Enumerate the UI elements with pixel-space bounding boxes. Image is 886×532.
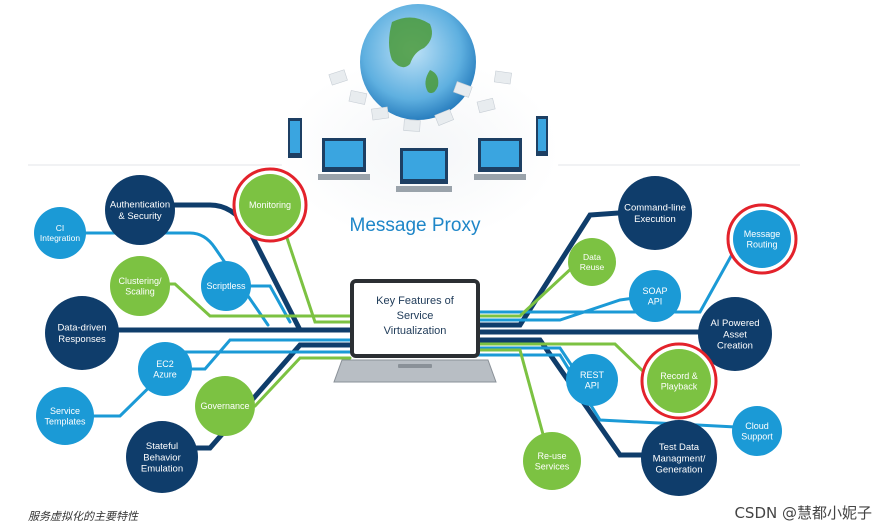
- node-label: REST: [580, 370, 605, 380]
- node-label: Scriptless: [206, 281, 246, 291]
- node-circle: [105, 175, 175, 245]
- node-circle: [110, 256, 170, 316]
- node-circle: [195, 376, 255, 436]
- node-label: Data: [583, 252, 601, 262]
- node-circle: [239, 174, 301, 236]
- node-label: & Security: [118, 211, 162, 222]
- node-label: API: [585, 381, 600, 391]
- node-circle: [126, 421, 198, 493]
- node-label: Authentication: [110, 200, 170, 211]
- node-label: Responses: [58, 334, 106, 345]
- connector-line: [476, 348, 552, 462]
- node-circle: [34, 207, 86, 259]
- node-label: Message: [744, 229, 781, 239]
- globe-icon: [360, 4, 476, 120]
- node-label: Asset: [723, 329, 747, 340]
- laptop-base: [333, 359, 497, 383]
- connector-line: [476, 342, 652, 380]
- node-circle: [629, 270, 681, 322]
- node-label: Behavior: [143, 452, 181, 463]
- node-label: Azure: [153, 370, 177, 380]
- node-label: Cloud: [745, 421, 769, 431]
- node-circle: [733, 210, 791, 268]
- node-governance: Governance: [195, 376, 255, 436]
- center-title-line-2: Service: [397, 310, 434, 322]
- node-scriptless: Scriptless: [201, 261, 251, 311]
- node-circle: [568, 238, 616, 286]
- node-circle: [201, 261, 251, 311]
- connector-line: [476, 238, 742, 314]
- node-label: Re-use: [537, 451, 566, 461]
- center-title-line-3: Virtualization: [384, 325, 447, 337]
- node-label: AI Powered: [710, 318, 759, 329]
- node-label: Stateful: [146, 441, 178, 452]
- node-label: Governance: [200, 401, 249, 411]
- node-record-playback: Record &Playback: [640, 342, 718, 420]
- node-circle: [647, 349, 711, 413]
- node-label: Scaling: [125, 287, 155, 297]
- node-label: Emulation: [141, 464, 183, 475]
- node-circle: [138, 342, 192, 396]
- node-label: Routing: [746, 240, 777, 250]
- node-label: Generation: [655, 465, 702, 476]
- figure-caption: 服务虚拟化的主要特性: [28, 510, 138, 523]
- node-label: Support: [741, 432, 773, 442]
- node-label: Service: [50, 406, 80, 416]
- proxy-label: Message Proxy: [350, 215, 481, 236]
- node-circle: [45, 296, 119, 370]
- node-circle: [641, 420, 717, 496]
- monitor-icons: [288, 116, 548, 192]
- node-label: SOAP: [642, 286, 667, 296]
- node-label: Test Data: [659, 442, 700, 453]
- node-circle: [566, 354, 618, 406]
- node-circle: [618, 176, 692, 250]
- node-label: Templates: [44, 417, 86, 427]
- node-circle: [732, 406, 782, 456]
- node-label: EC2: [156, 359, 174, 369]
- connector-line: [58, 231, 270, 327]
- node-circle: [36, 387, 94, 445]
- node-circle: [698, 297, 772, 371]
- node-label: CI: [56, 223, 65, 233]
- node-monitoring: Monitoring: [232, 167, 308, 243]
- node-label: Creation: [717, 341, 753, 352]
- node-label: Clustering/: [118, 276, 162, 286]
- node-label: Monitoring: [249, 200, 291, 210]
- node-label: Execution: [634, 214, 676, 225]
- message-proxy-illustration: Message Proxy: [280, 4, 560, 242]
- center-laptop: Key Features of Service Virtualization: [333, 279, 497, 383]
- feature-nodes: Authentication& SecurityCIIntegrationMon…: [34, 167, 798, 496]
- node-label: Reuse: [580, 262, 605, 272]
- node-label: Integration: [40, 233, 80, 243]
- node-circle: [523, 432, 581, 490]
- node-label: Command-line: [624, 203, 686, 214]
- node-label: Playback: [661, 382, 698, 392]
- node-label: Services: [535, 462, 570, 472]
- node-authentication: Authentication& Security: [105, 175, 175, 245]
- node-label: Data-driven: [57, 323, 106, 334]
- laptop-screen: [350, 279, 480, 358]
- node-clustering: Clustering/Scaling: [110, 256, 170, 316]
- csdn-watermark: CSDN @慧都小妮子: [734, 504, 872, 522]
- node-label: Record &: [660, 371, 698, 381]
- node-label: API: [648, 297, 663, 307]
- center-title-line-1: Key Features of: [376, 295, 455, 307]
- node-label: Managment/: [653, 453, 706, 464]
